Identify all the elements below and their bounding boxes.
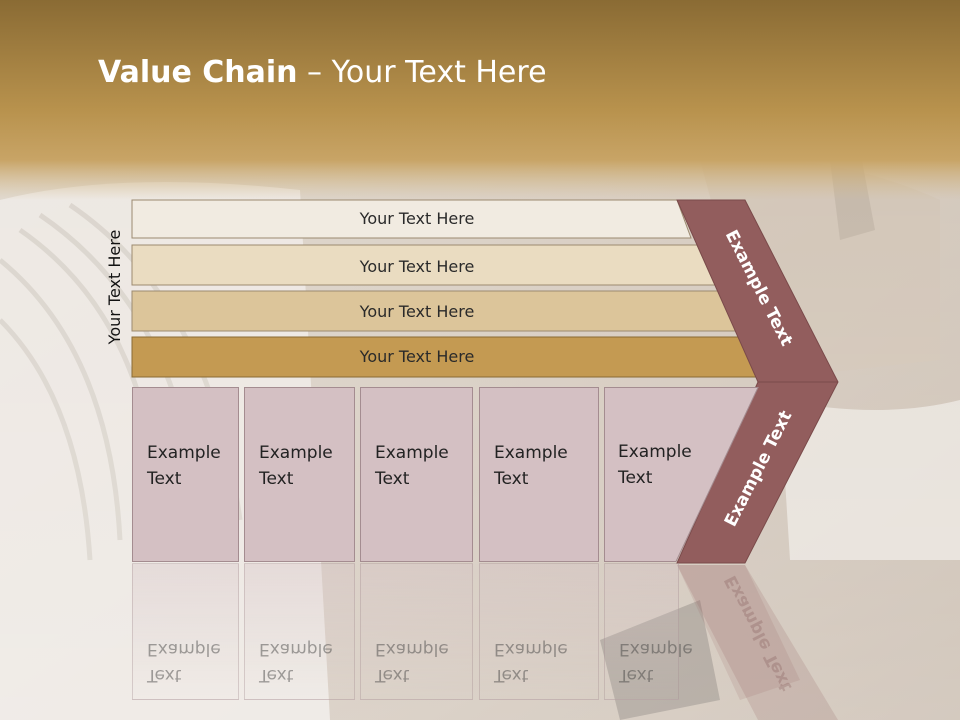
card-1-line2: Text [147, 469, 182, 489]
title-bold: Value Chain [98, 55, 298, 90]
card-3-reflection: Text Example [360, 563, 473, 700]
card-3-line1: Example [375, 443, 449, 463]
band-4-label: Your Text Here [359, 347, 475, 366]
refl-3-line1: Example [375, 639, 449, 659]
card-4-line1: Example [494, 443, 568, 463]
band-1 [131, 199, 692, 239]
card-1-line1: Example [147, 443, 221, 463]
slide-title: Value Chain – Your Text Here [98, 55, 547, 90]
refl-2-line1: Example [259, 639, 333, 659]
card-5-line1: Example [618, 442, 692, 462]
refl-3-line2: Text [375, 665, 410, 685]
refl-5-line1: Example [619, 639, 693, 659]
band-3-label: Your Text Here [359, 302, 475, 321]
card-5-line2: Text [618, 468, 653, 488]
card-2-line2: Text [259, 469, 294, 489]
refl-1-line2: Text [147, 665, 182, 685]
card-4-line2: Text [494, 469, 529, 489]
refl-5-line2: Text [619, 665, 654, 685]
card-2-reflection: Text Example [244, 563, 355, 700]
band-1-label: Your Text Here [359, 209, 475, 228]
card-4-reflection: Text Example [479, 563, 599, 700]
refl-2-line2: Text [259, 665, 294, 685]
band-2-label: Your Text Here [359, 257, 475, 276]
refl-1-line1: Example [147, 639, 221, 659]
refl-4-line1: Example [494, 639, 568, 659]
chevron-reflection [677, 565, 838, 720]
title-rest: – Your Text Here [297, 55, 547, 90]
card-1-reflection: Text Example [132, 563, 239, 700]
card-5-reflection: Text Example [604, 563, 693, 700]
refl-4-line2: Text [494, 665, 529, 685]
card-2-line1: Example [259, 443, 333, 463]
card-3-line2: Text [375, 469, 410, 489]
